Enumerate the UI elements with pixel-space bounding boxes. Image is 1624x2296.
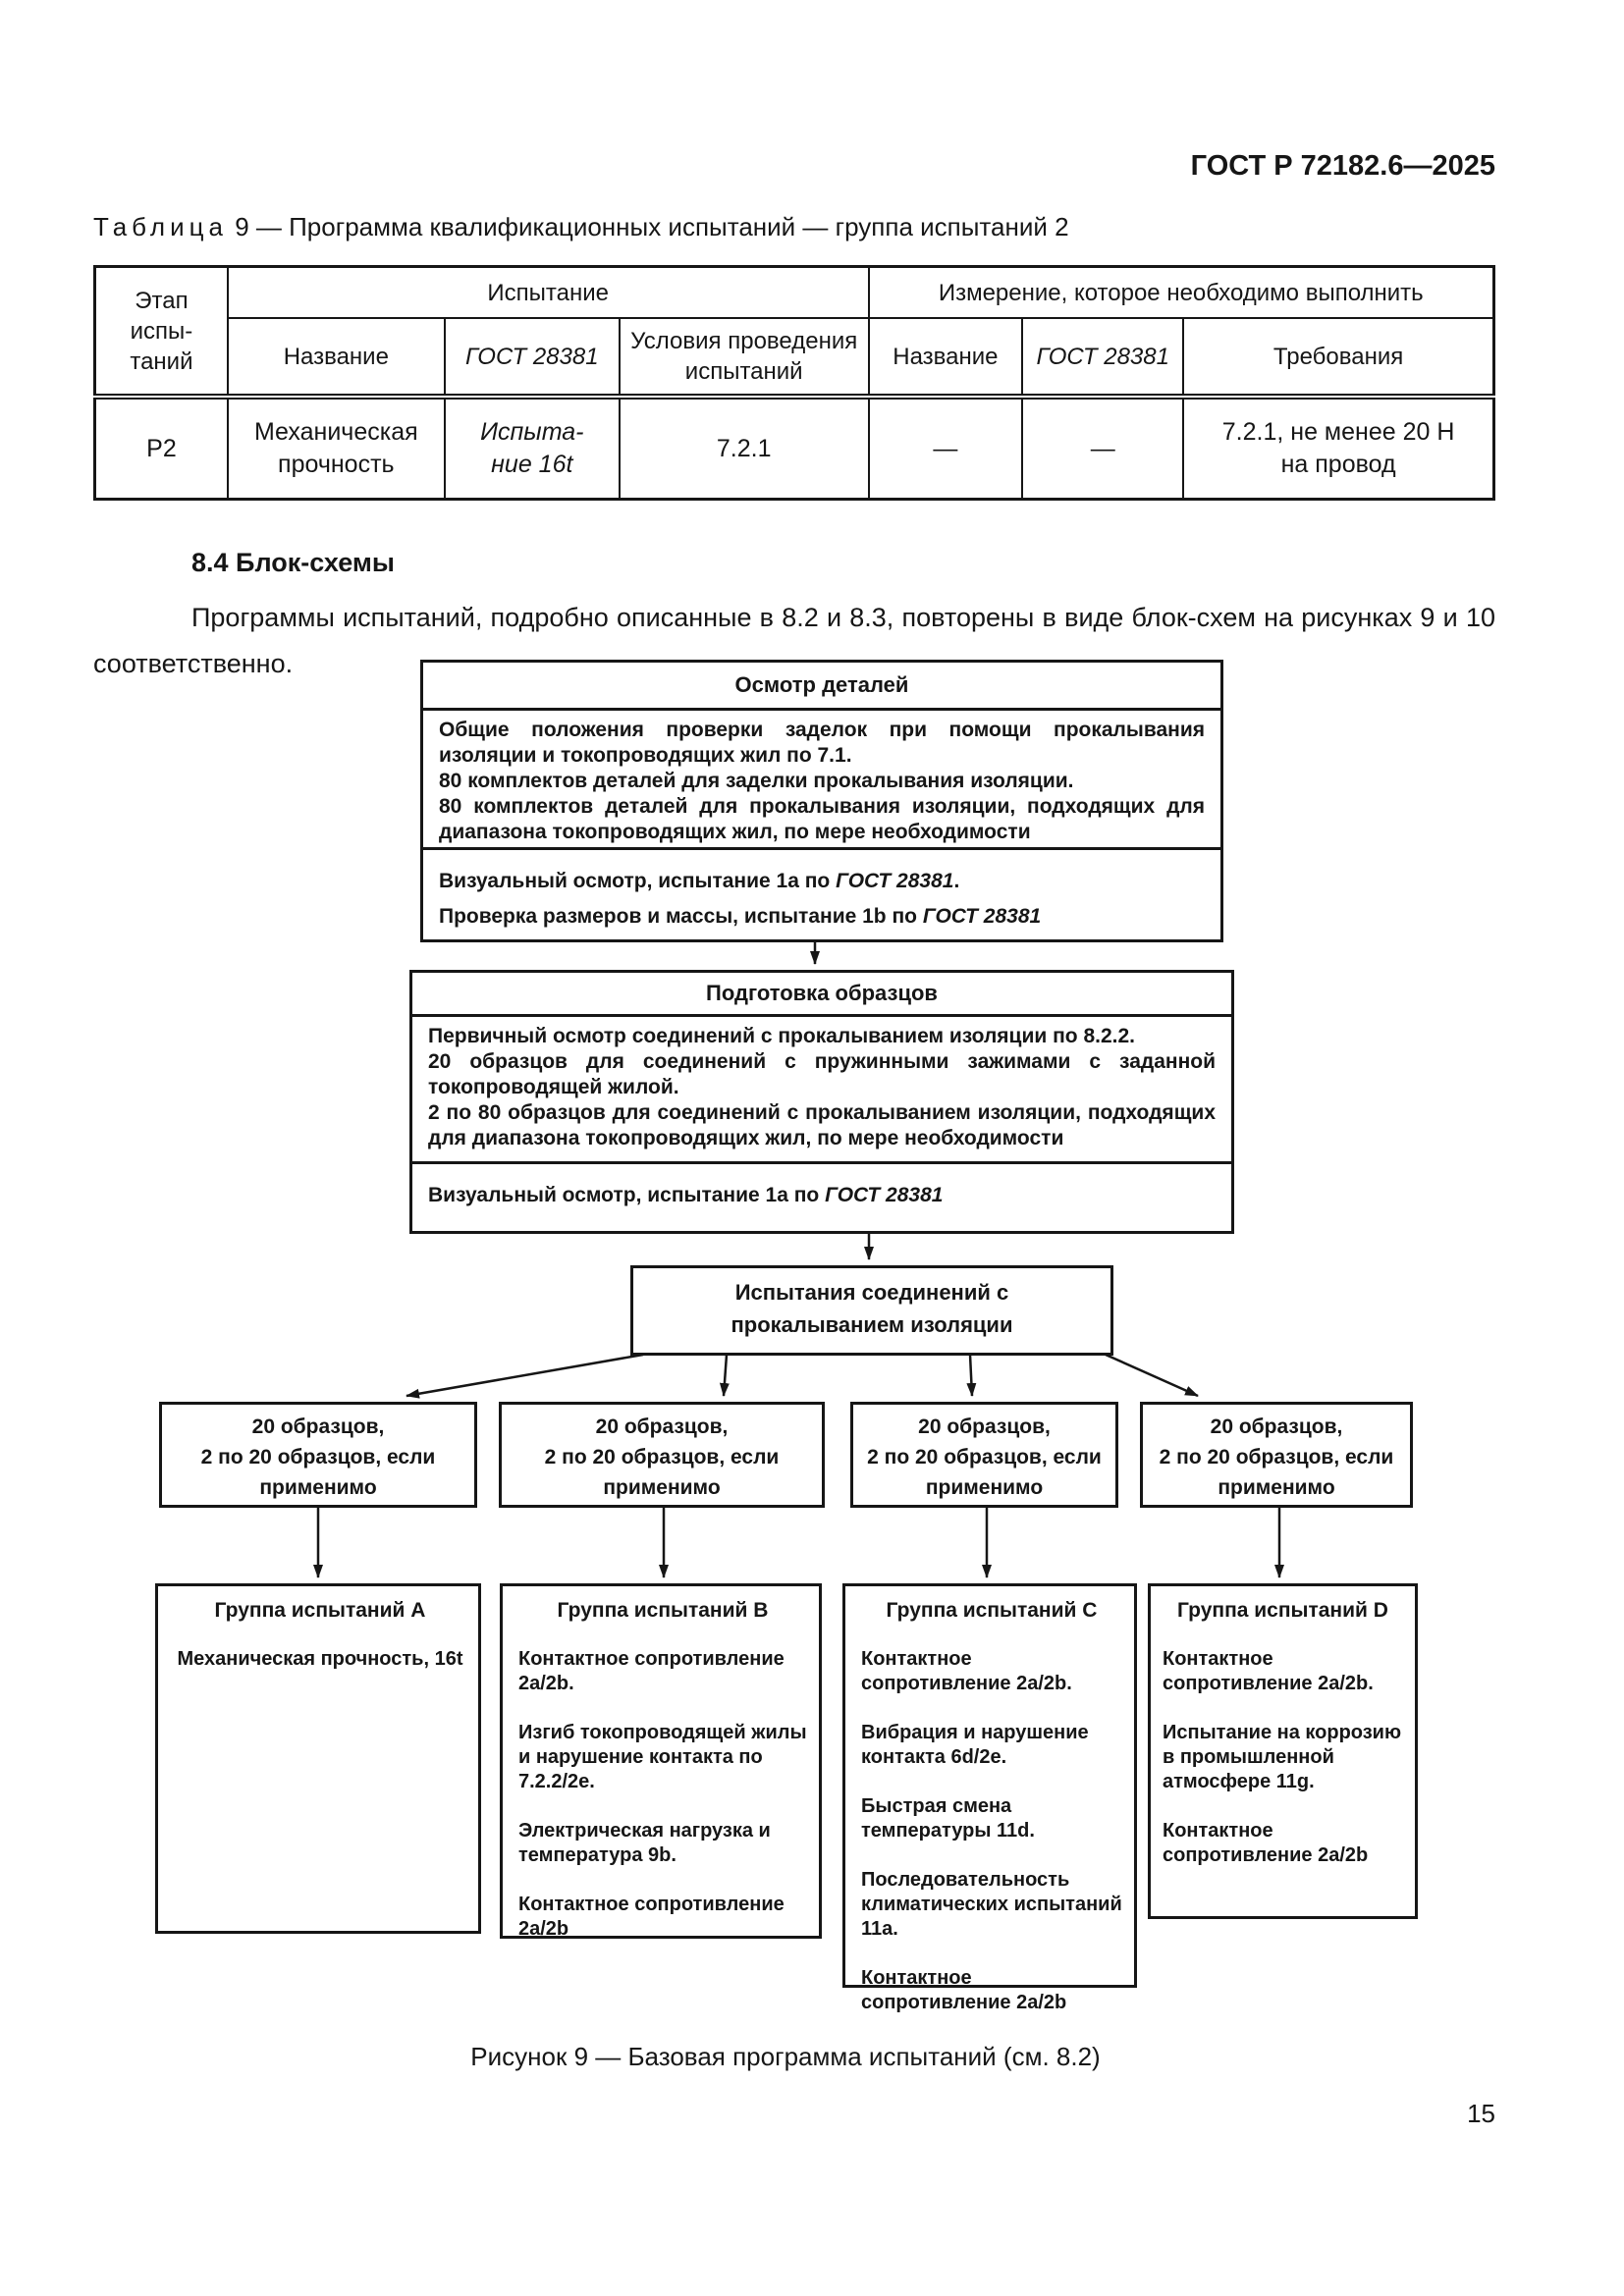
qualification-table: Этап испы- таний Испытание Измерение, ко… [93, 265, 1495, 501]
sample-box-4: 20 образцов, 2 по 20 образцов, если прим… [1140, 1402, 1413, 1508]
cell-meas-gost: — [1021, 396, 1185, 501]
gost-ref: ГОСТ 28381 [825, 1184, 944, 1206]
page-content: ГОСТ Р 72182.6—2025 Таблица 9 — Программ… [0, 147, 1624, 687]
group-c-item: Контактное сопротивление 2a/2b. [861, 1648, 1072, 1694]
cell-stage: Р2 [93, 396, 229, 501]
group-c-title: Группа испытаний C [886, 1599, 1098, 1622]
body-line: 20 образцов для соединений с пружинными … [428, 1050, 1216, 1098]
col-header-meas-gost: ГОСТ 28381 [1021, 317, 1185, 400]
cell-meas-name: — [867, 396, 1024, 501]
group-d-title: Группа испытаний D [1177, 1599, 1388, 1622]
body-line: 2 по 80 образцов для соединений с прокал… [428, 1101, 1216, 1149]
col-header-stage: Этап испы- таний [93, 265, 229, 400]
group-d-item: Контактное сопротивление 2a/2b [1163, 1820, 1369, 1866]
sample-box-1: 20 образцов, 2 по 20 образцов, если прим… [159, 1402, 477, 1508]
box-sample-preparation-title: Подготовка образцов [412, 973, 1231, 1017]
group-a-title: Группа испытаний A [214, 1599, 426, 1622]
group-b-item: Контактное сопротивление 2a/2b [518, 1894, 785, 1940]
group-a-item: Механическая прочность, 16t [177, 1648, 463, 1670]
group-box-d: Группа испытаний D Контактное сопротивле… [1148, 1583, 1418, 1919]
cell-test-name: Механическая прочность [226, 396, 446, 501]
sample-box-2: 20 образцов, 2 по 20 образцов, если прим… [499, 1402, 825, 1508]
figure-caption: Рисунок 9 — Базовая программа испытаний … [470, 2042, 1101, 2071]
box-sample-preparation: Подготовка образцов Первичный осмотр сое… [409, 970, 1234, 1234]
arrow-tests-to-sample2 [719, 1354, 730, 1397]
sample-box-3: 20 образцов, 2 по 20 образцов, если прим… [850, 1402, 1118, 1508]
col-header-test-conditions: Условия проведения испытаний [618, 317, 870, 400]
group-d-item: Контактное сопротивление 2a/2b. [1163, 1648, 1374, 1694]
box-parts-inspection: Осмотр деталей Общие положения проверки … [420, 660, 1223, 942]
cell-test-gost: Испыта- ние 16t [443, 396, 621, 501]
table-caption: Таблица 9 — Программа квалификационных и… [93, 210, 1495, 243]
group-box-a: Группа испытаний A Механическая прочност… [155, 1583, 481, 1934]
group-d-item: Испытание на коррозию в промышленной атм… [1163, 1722, 1402, 1792]
gost-ref: ГОСТ 28381 [922, 905, 1042, 928]
body-line: Общие положения проверки заделок при пом… [439, 719, 1205, 767]
group-b-title: Группа испытаний B [557, 1599, 769, 1622]
arrow-tests-to-sample3 [966, 1354, 977, 1397]
box-piercing-tests-title: Испытания соединений с прокалыванием изо… [731, 1280, 1013, 1337]
box-parts-inspection-body: Общие положения проверки заделок при пом… [423, 711, 1220, 850]
note-line: Проверка размеров и массы, испытание 1b … [439, 905, 1042, 928]
box-parts-inspection-title: Осмотр деталей [423, 663, 1220, 711]
body-line: 80 комплектов деталей для заделки прокал… [439, 770, 1074, 792]
box-piercing-tests: Испытания соединений с прокалыванием изо… [630, 1265, 1113, 1356]
col-group-test: Испытание [226, 265, 870, 319]
doc-number: ГОСТ Р 72182.6—2025 [1190, 150, 1495, 182]
group-c-item: Быстрая смена температуры 11d. [861, 1795, 1035, 1842]
group-c-item: Вибрация и нарушение контакта 6d/2e. [861, 1722, 1089, 1768]
group-box-c: Группа испытаний C Контактное сопротивле… [842, 1583, 1137, 2013]
gost-ref: ГОСТ 28381 [836, 870, 954, 892]
page-number: 15 [1467, 2099, 1495, 2128]
body-paragraph: Программы испытаний, подробно описанные … [93, 603, 1495, 678]
cell-requirements: 7.2.1, не менее 20 Н на провод [1182, 396, 1495, 501]
col-header-test-gost: ГОСТ 28381 [443, 317, 621, 400]
group-c-item: Последовательность климатических испытан… [861, 1869, 1122, 1940]
section-heading: 8.4 Блок-схемы [191, 548, 395, 577]
arrow-tests-to-sample4 [1105, 1353, 1199, 1398]
group-b-item: Электрическая нагрузка и температура 9b. [518, 1820, 771, 1866]
note-line: Визуальный осмотр, испытание 1a по ГОСТ … [428, 1184, 944, 1206]
box-parts-inspection-note: Визуальный осмотр, испытание 1a по ГОСТ … [423, 850, 1220, 934]
table-caption-word: Таблица [93, 212, 228, 241]
group-box-b: Группа испытаний B Контактное сопротивле… [500, 1583, 822, 1940]
col-header-requirements: Требования [1182, 317, 1495, 400]
col-header-test-name: Название [226, 317, 446, 400]
table-row: Р2 Механическая прочность Испыта- ние 16… [93, 396, 1495, 501]
group-b-item: Контактное сопротивление 2a/2b. [518, 1648, 785, 1694]
table-caption-rest: — Программа квалификационных испытаний —… [255, 212, 1069, 241]
body-line: Первичный осмотр соединений с прокалыван… [428, 1025, 1136, 1047]
group-c-item: Контактное сопротивление 2a/2b [861, 1967, 1067, 2013]
arrow-tests-to-sample1 [406, 1353, 644, 1399]
box-sample-preparation-body: Первичный осмотр соединений с прокалыван… [412, 1017, 1231, 1164]
note-line: Визуальный осмотр, испытание 1a по ГОСТ … [439, 870, 960, 892]
group-b-item: Изгиб токопроводящей жилы и нарушение ко… [518, 1722, 807, 1792]
body-line: 80 комплектов деталей для прокалывания и… [439, 795, 1205, 843]
box-sample-preparation-note: Визуальный осмотр, испытание 1a по ГОСТ … [412, 1164, 1231, 1213]
col-header-meas-name: Название [867, 317, 1024, 400]
col-group-measurement: Измерение, которое необходимо выполнить [867, 265, 1495, 319]
cell-conditions: 7.2.1 [618, 396, 870, 501]
table-caption-num: 9 [235, 212, 249, 241]
